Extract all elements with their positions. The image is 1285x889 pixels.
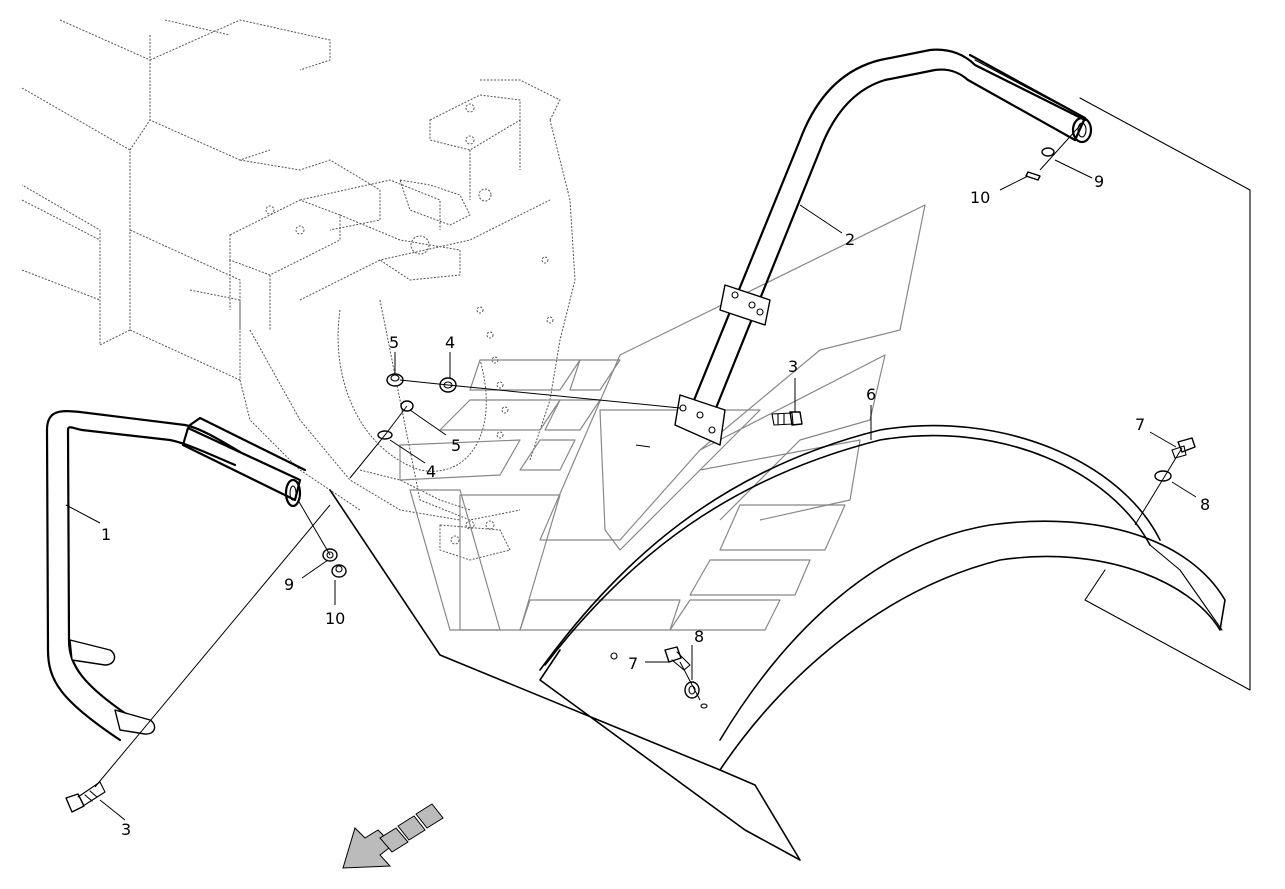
callout-9-left: 9 [284,575,294,594]
assembly-lines [94,119,1183,788]
callout-10-left: 10 [325,609,345,628]
callout-3-upper: 3 [788,357,798,376]
callout-2: 2 [845,230,855,249]
handrail-part-2 [674,48,1093,446]
bolt-3-upper [771,411,803,426]
direction-arrow-icon [342,803,444,869]
callout-4-upper: 4 [445,333,455,352]
callout-8-right: 8 [1200,495,1210,514]
pin-10-right [1025,171,1041,181]
washer-9-right [1041,147,1055,157]
fender-decal-chevrons [399,204,926,631]
callout-4-lower: 4 [426,462,436,481]
fender-part-6 [329,97,1251,861]
bolt-7-lower [664,646,691,671]
callout-5-upper: 5 [389,333,399,352]
callout-5-lower: 5 [451,436,461,455]
callout-6: 6 [866,385,876,404]
bolt-7-right [1171,437,1196,459]
hardware [65,147,1196,813]
callout-8-lower: 8 [694,627,704,646]
washer-8-lower [684,681,708,709]
callout-7-lower: 7 [628,654,638,673]
leader-lines [65,159,1197,821]
callout-3-lower: 3 [121,820,131,839]
callout-1: 1 [101,525,111,544]
callout-7-right: 7 [1135,415,1145,434]
callout-9-right: 9 [1094,172,1104,191]
nut-10-left [331,564,347,578]
callout-10-right: 10 [970,188,990,207]
bolt-3-lower [65,781,106,813]
callout-labels: 1 2 3 3 4 4 5 5 6 7 7 8 8 9 9 10 10 [101,172,1210,839]
handrail-part-1 [45,410,307,742]
